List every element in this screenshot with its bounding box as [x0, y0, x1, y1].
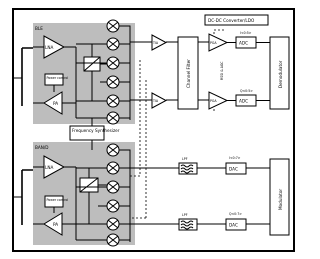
svg-text:PA: PA — [53, 101, 58, 106]
bus-i-top: I<0:5> — [240, 31, 252, 35]
lpf-bottom: LPF — [178, 213, 198, 231]
demodulator: Demodulator — [269, 36, 290, 110]
pga-bottom: PGA — [208, 91, 229, 110]
svg-text:Channel Filter: Channel Filter — [186, 59, 191, 88]
adc-top: ADC — [235, 36, 257, 49]
ble-label: BLE — [35, 26, 43, 31]
svg-text:DAC: DAC — [229, 223, 238, 228]
frequency-synthesizer: Frequency Synthesizer — [69, 125, 120, 141]
svg-text:LPF: LPF — [182, 157, 188, 161]
svg-text:LPF: LPF — [182, 213, 188, 217]
dac-bottom: DAC — [225, 218, 247, 231]
tia-wiring — [130, 41, 178, 101]
svg-text:TIA: TIA — [152, 41, 159, 45]
modulator: Modulator — [269, 158, 290, 236]
lpf-top: LPF — [178, 157, 198, 175]
tia-bottom: TIA — [151, 92, 168, 109]
lpf-wiring — [130, 167, 226, 225]
ban-mixer-outputs — [119, 149, 131, 242]
ban-phase-shifter — [79, 177, 99, 193]
ban-wiring — [33, 166, 76, 225]
svg-text:Modulator: Modulator — [278, 189, 283, 210]
rssi-label: RSSI & AGC — [220, 61, 224, 80]
ble-wiring — [33, 46, 76, 104]
svg-text:PGA: PGA — [210, 99, 217, 103]
bus-q-top: Q<0:5> — [240, 89, 253, 93]
tia-top: TIA — [151, 34, 168, 51]
svg-text:LNA: LNA — [45, 45, 53, 50]
rx-tx-links — [130, 60, 147, 219]
dcdc-converter: DC-DC Converter/LDO — [204, 14, 269, 26]
diagram-canvas: BLE BAN/D LNA PA Power control TIA — [12, 8, 295, 252]
svg-text:PGA: PGA — [210, 41, 217, 45]
ban-region — [33, 142, 135, 245]
bus-q-bottom: Q<0:7> — [229, 212, 242, 216]
svg-text:ADC: ADC — [239, 41, 248, 46]
ble-mixer-outputs — [119, 25, 131, 120]
adc-bottom: ADC — [235, 94, 257, 107]
svg-text:Power control: Power control — [47, 198, 69, 202]
ble-phase-shifter — [83, 56, 101, 72]
dac-top: DAC — [225, 162, 247, 175]
channel-filter: Channel Filter — [177, 36, 199, 110]
adc-wiring — [227, 42, 270, 101]
svg-text:TIA: TIA — [152, 99, 159, 103]
svg-text:DAC: DAC — [229, 167, 238, 172]
dac-wiring — [246, 167, 270, 225]
ban-label: BAN/D — [35, 145, 49, 150]
pga-control — [213, 29, 226, 113]
svg-text:Power control: Power control — [47, 76, 69, 80]
svg-text:PA: PA — [53, 222, 58, 227]
filter-out-wiring — [198, 41, 209, 101]
ban-mixer-wiring — [75, 167, 107, 241]
pga-top: PGA — [208, 33, 229, 52]
rf-transceiver-block-diagram: BLE BAN/D LNA PA Power control TIA — [12, 8, 295, 252]
svg-text:Frequency Synthesizer: Frequency Synthesizer — [72, 128, 120, 133]
svg-text:LNA: LNA — [45, 165, 53, 170]
svg-text:ADC: ADC — [239, 99, 248, 104]
left-buses — [14, 47, 33, 225]
bus-i-bottom: I<0:7> — [229, 156, 241, 160]
outer-frame — [12, 8, 295, 252]
svg-text:DC-DC Converter/LDO: DC-DC Converter/LDO — [208, 18, 255, 23]
svg-text:Demodulator: Demodulator — [278, 60, 283, 88]
